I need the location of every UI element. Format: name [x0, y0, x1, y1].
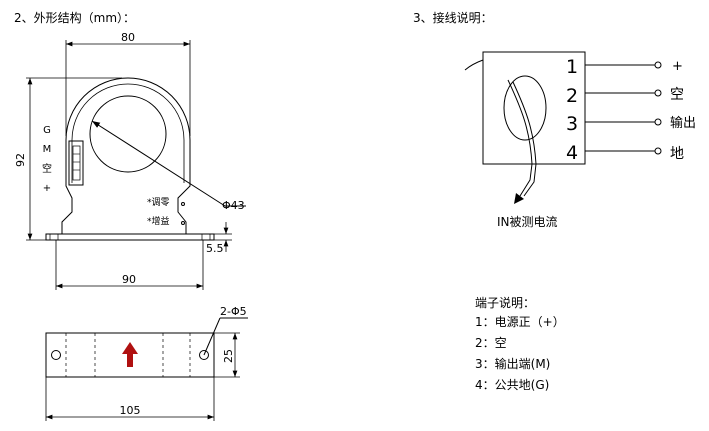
dim-hole-label: Φ43: [222, 199, 245, 212]
dim-foot-height-label: 5.5: [206, 242, 224, 255]
direction-arrow-icon: [122, 342, 138, 367]
dim-width-top: [65, 40, 191, 136]
sensor-front-view: [45, 77, 246, 241]
dim-width-top-label: 80: [121, 31, 135, 44]
terminals-title: 端子说明：: [475, 296, 536, 310]
pin-terminal-3: [654, 118, 662, 126]
side-label-plus: +: [43, 183, 51, 194]
side-label-m: M: [43, 144, 52, 155]
pin-label-ground: 地: [670, 146, 684, 162]
pin-number-2: 2: [566, 85, 578, 107]
dim-bottom-height: [214, 332, 240, 378]
dim-bottom-height-label: 25: [222, 349, 235, 363]
dim-height: [26, 77, 122, 241]
pin-terminal-1: [654, 61, 662, 69]
dim-height-label: 92: [14, 153, 27, 167]
pin-label-empty: 空: [670, 87, 684, 103]
pin-label-output: 输出: [670, 115, 696, 131]
dim-base-width: [55, 240, 204, 290]
label-gain-adjust: *增益: [147, 215, 170, 227]
pin-label-plus: +: [672, 59, 683, 74]
pin-terminal-4: [654, 147, 662, 155]
sensor-hole: [89, 95, 167, 173]
terminal-item-2: 2：空: [475, 336, 507, 350]
wiring-diagram: [464, 51, 662, 197]
terminal-item-4: 4：公共地(G): [475, 378, 550, 392]
wiring-heading: 3、接线说明：: [413, 11, 493, 25]
pin-number-1: 1: [566, 56, 578, 78]
current-label: IN被测电流: [497, 215, 558, 229]
wiring-box: [482, 51, 586, 165]
pin-terminal-2: [654, 89, 662, 97]
pin-number-3: 3: [566, 113, 578, 135]
outline-heading: 2、外形结构（mm）：: [14, 11, 136, 25]
dim-foot-height: [214, 222, 232, 252]
dim-bottom-length: [45, 377, 215, 421]
mount-hole-right: [199, 350, 209, 360]
side-label-empty: 空: [42, 162, 52, 175]
terminal-item-3: 3：输出端(M): [475, 357, 551, 371]
terminal-item-1: 1：电源正（+）: [475, 315, 565, 329]
pin-number-4: 4: [566, 142, 578, 164]
dim-base-width-label: 90: [122, 273, 136, 286]
dim-mount-holes-label: 2-Φ5: [220, 305, 247, 318]
current-arrow-icon: [514, 193, 524, 204]
wiring-hole: [503, 75, 547, 141]
side-label-g: G: [43, 125, 51, 136]
connector: [68, 140, 84, 186]
bottom-body: [45, 332, 215, 378]
sensor-bottom-view: [45, 317, 248, 378]
sensor-outline: [61, 77, 191, 235]
dim-bottom-length-label: 105: [120, 404, 141, 417]
sensor-base: [45, 233, 215, 241]
mount-hole-left: [51, 350, 61, 360]
label-zero-adjust: *调零: [147, 197, 170, 208]
